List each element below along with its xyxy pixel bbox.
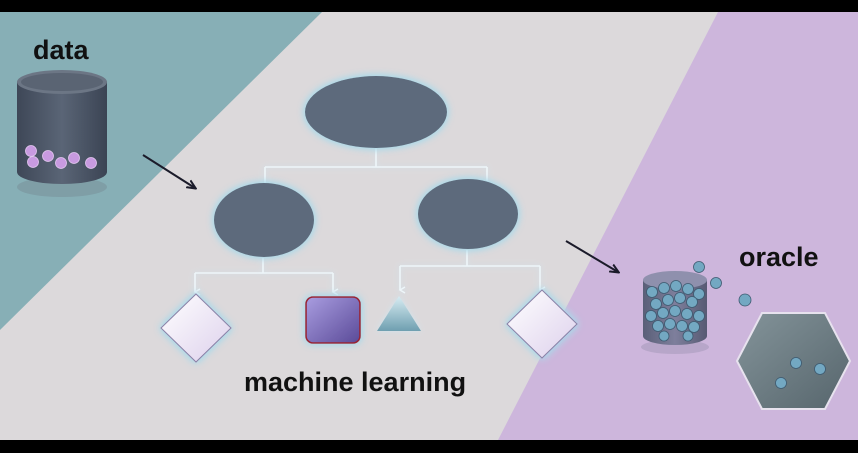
oracle-hexagon-icon xyxy=(735,312,852,410)
oracle-label: oracle xyxy=(739,242,819,272)
tree-connectors xyxy=(193,147,546,296)
bottom-black-bar xyxy=(0,440,858,453)
oracle-dots xyxy=(645,280,705,342)
square-leaf-icon xyxy=(305,296,361,344)
data-label: data xyxy=(33,35,90,65)
arrow-icon xyxy=(142,154,195,188)
oracle-cylinder-icon xyxy=(641,261,752,354)
machine-learning-label: machine learning xyxy=(244,367,466,397)
root-node xyxy=(305,76,447,148)
data-dots xyxy=(25,145,97,169)
diamond-leaf-icon xyxy=(506,289,578,359)
top-black-bar xyxy=(0,0,858,12)
right-node xyxy=(418,179,518,249)
data-cylinder-icon xyxy=(17,70,107,197)
left-node xyxy=(214,183,314,257)
diamond-leaf-icon xyxy=(160,293,232,363)
arrow-icon xyxy=(565,240,618,272)
triangle-leaf-icon xyxy=(377,296,421,331)
